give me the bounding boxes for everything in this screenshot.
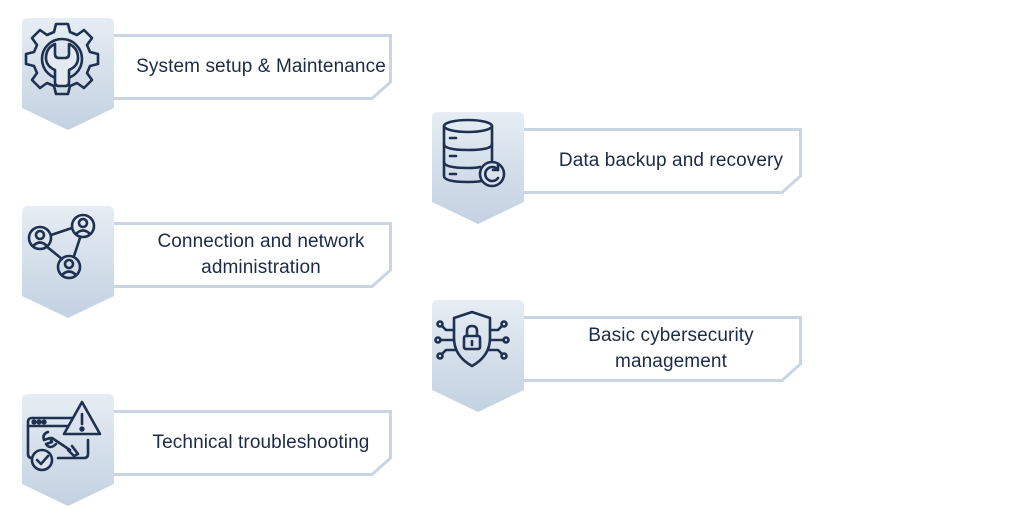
icon-badge	[22, 18, 114, 130]
network-users-icon	[27, 213, 96, 280]
label-box: System setup & Maintenance	[102, 34, 392, 100]
icon-badge	[22, 206, 114, 318]
icon-badge	[432, 112, 524, 224]
service-label: Basic cybersecurity management	[588, 325, 754, 372]
service-label: System setup & Maintenance	[136, 56, 386, 77]
icon-badge	[432, 300, 524, 412]
service-item-troubleshooting: Technical troubleshooting	[22, 394, 392, 506]
service-item-data-backup: Data backup and recovery	[432, 112, 802, 224]
shield-lock-icon	[434, 310, 510, 368]
label-box: Connection and network administration	[102, 222, 392, 288]
service-label: Data backup and recovery	[558, 150, 784, 171]
icon-badge	[22, 394, 114, 506]
service-label: Technical troubleshooting	[152, 432, 370, 453]
troubleshooting-icon	[26, 400, 102, 472]
label-box: Basic cybersecurity management	[512, 316, 802, 382]
service-item-cybersecurity: Basic cybersecurity management	[432, 300, 802, 412]
gear-wrench-icon	[24, 22, 100, 96]
database-backup-icon	[442, 118, 506, 188]
service-label: Connection and network administration	[157, 231, 365, 278]
service-item-network-admin: Connection and network administration	[22, 206, 392, 318]
label-box: Data backup and recovery	[512, 128, 802, 194]
label-box: Technical troubleshooting	[102, 410, 392, 476]
service-item-system-setup: System setup & Maintenance	[22, 18, 392, 130]
